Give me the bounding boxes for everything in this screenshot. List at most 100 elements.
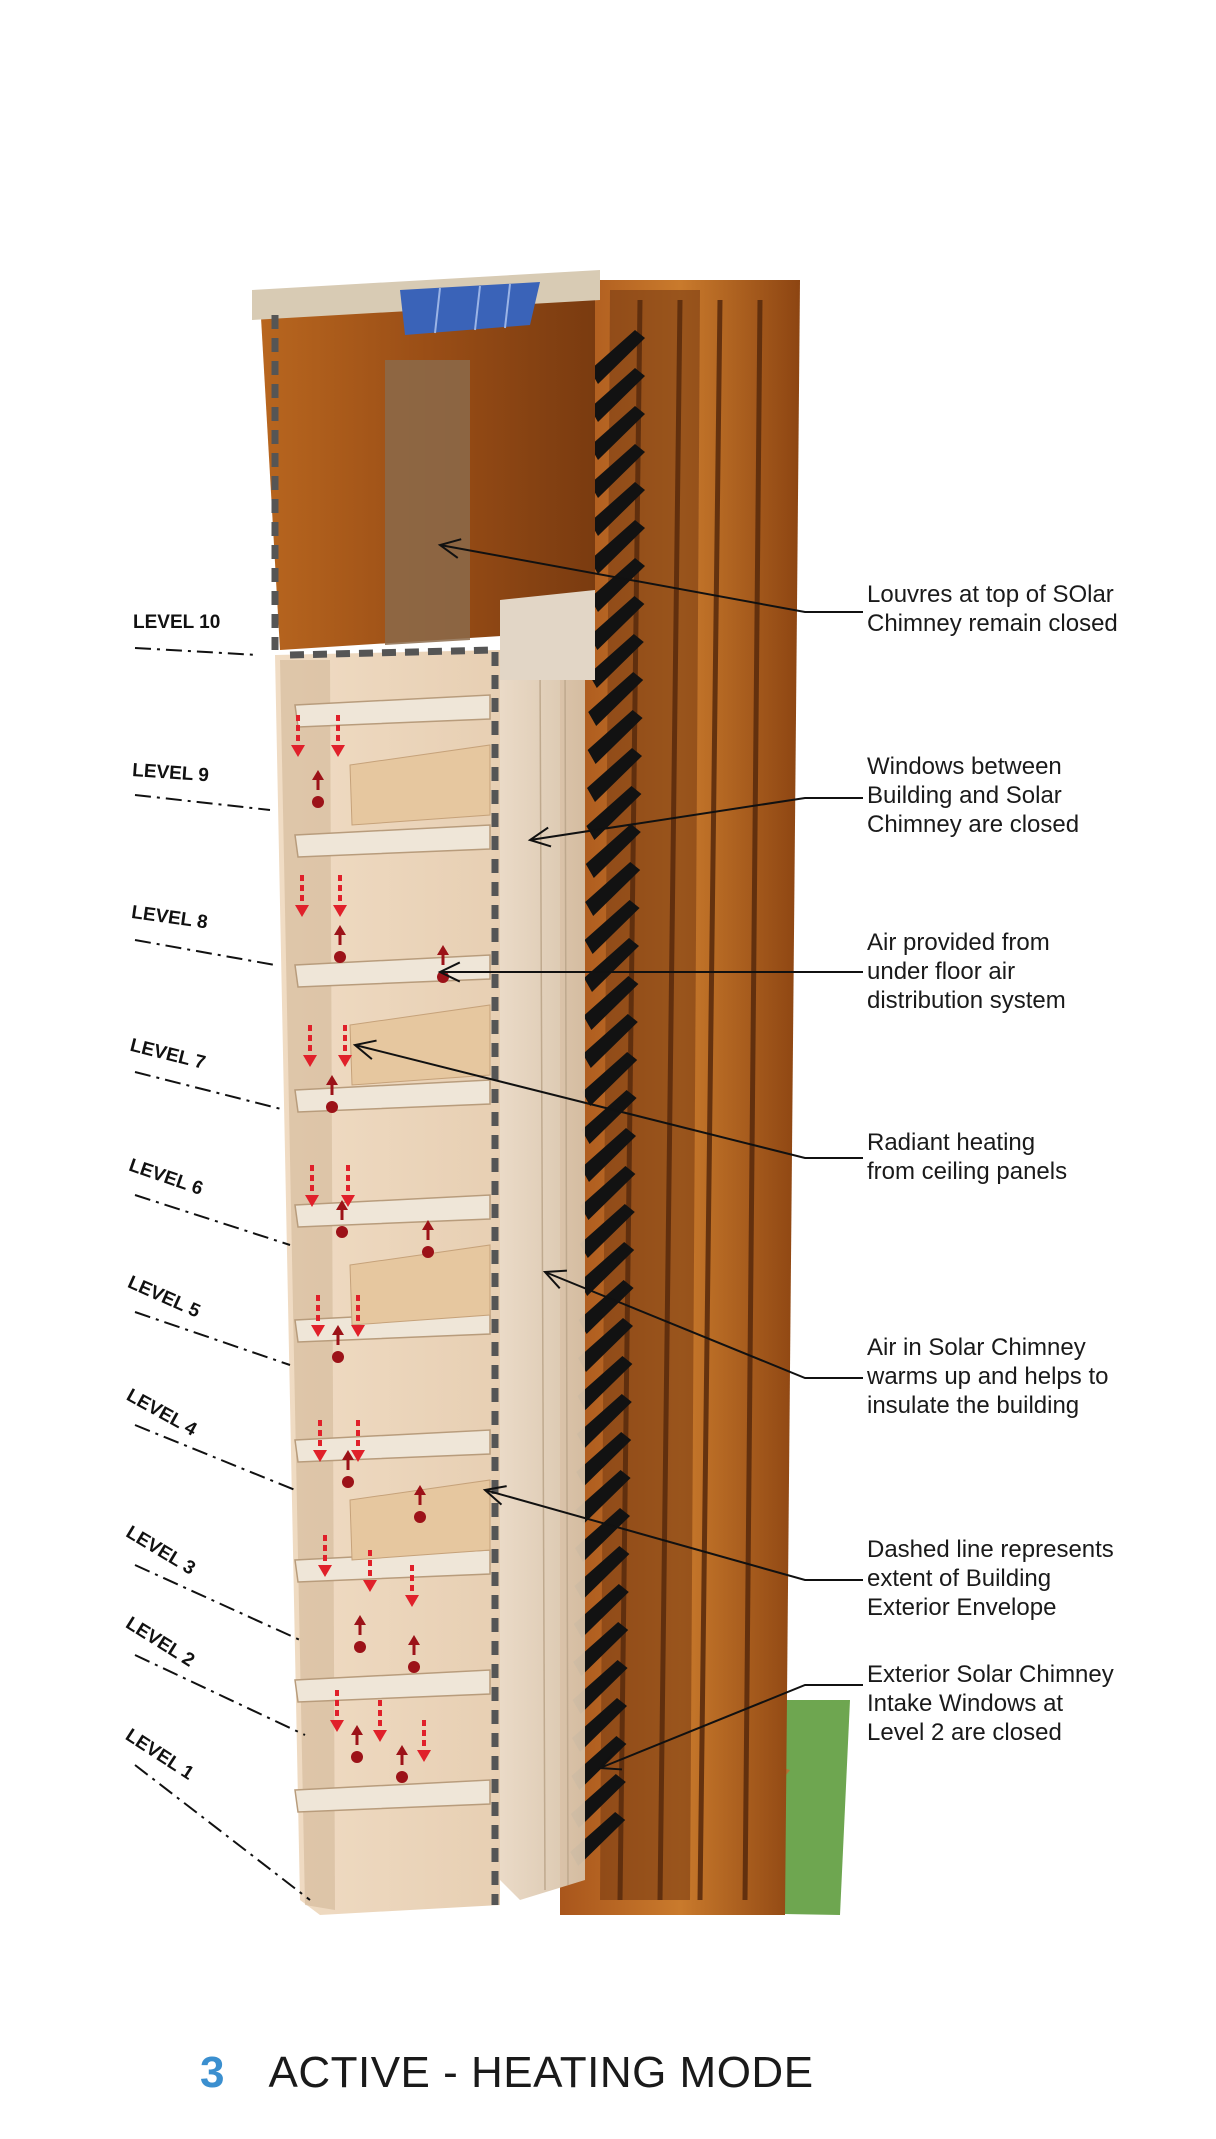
callout-line: Windows between [867,753,1062,780]
callout-line: insulate the building [867,1392,1080,1419]
warm-air-arrowhead [414,1485,426,1495]
level-line [134,647,259,656]
cool-air-arrowhead [373,1730,387,1742]
louvre-blade [587,710,643,764]
warm-air-arrowhead [342,1450,354,1460]
warm-air-dot [326,1101,338,1113]
louvre-blade [590,406,645,460]
caption-number: 3 [200,2048,225,2097]
louvre-blade [586,786,642,840]
callout-line: extent of Building [867,1565,1052,1592]
warm-air-dot [414,1511,426,1523]
level-line [134,1311,291,1366]
cool-air-arrowhead [341,1195,355,1207]
warm-air-dot [332,1351,344,1363]
warm-air-arrowhead [408,1635,420,1645]
leader-arrowhead [542,1269,568,1290]
cool-air-arrowhead [305,1195,319,1207]
louvre-blade [584,900,640,954]
caption-title: ACTIVE - HEATING MODE [268,2048,814,2097]
callout-line: Air provided from [867,929,1050,956]
cool-air-arrowhead [351,1325,365,1337]
louvre-blade [575,1470,631,1524]
warm-air-dot [422,1246,434,1258]
leader-line [354,1044,863,1159]
warm-air-arrowhead [326,1075,338,1085]
louvre-blade [584,938,639,992]
callout-line: from ceiling panels [867,1158,1068,1185]
floor-slab [294,1669,491,1703]
cool-air-arrowhead [417,1750,431,1762]
callout-line: Intake Windows at [867,1690,1064,1717]
louvre-blade [590,482,645,536]
callout-line: under floor air [867,958,1016,985]
louvre-blade [587,748,642,802]
louvre-blade [582,1052,638,1106]
warm-air-arrowhead [312,770,324,780]
floor-slab [294,824,491,858]
louvre-blade [590,444,645,498]
top-chimney-room [252,270,600,680]
cool-air-arrowhead [351,1450,365,1462]
louvre-blade [576,1432,632,1486]
warm-air-arrowhead [336,1200,348,1210]
callout-line: Level 2 are closed [867,1719,1062,1746]
level-label: LEVEL 10 [133,612,221,633]
leader-arrowhead [527,826,552,848]
louvre-blade [574,1546,630,1600]
cool-air-arrowhead [311,1325,325,1337]
warm-air-arrowhead [396,1745,408,1755]
level-line [134,1654,306,1736]
chimney-louvres [570,330,645,1866]
louvre-blade [573,1622,629,1676]
louvre-blade [582,1014,638,1068]
warm-air-dot [354,1641,366,1653]
chimney-glass-face [500,650,585,1900]
warm-air-arrowhead [422,1220,434,1230]
ceiling-panel [349,744,491,826]
floor-slab [294,1429,491,1463]
cool-air-arrowhead [318,1565,332,1577]
leader-arrowhead [597,1751,623,1771]
floor-slab [294,1079,491,1113]
leader-line [599,1684,863,1769]
level-line [134,1424,296,1491]
louvre-blade [581,1090,637,1144]
level-line [134,794,271,811]
louvre-blade [577,1356,633,1410]
cool-air-arrowhead [313,1450,327,1462]
level-line [134,1764,311,1901]
louvre-blade [578,1318,633,1372]
warm-air-dot [351,1751,363,1763]
cool-air-arrowhead [331,745,345,757]
leader-line [484,1489,863,1581]
warm-air-arrowhead [351,1725,363,1735]
level-line [134,1194,291,1246]
cool-air-arrowhead [333,905,347,917]
cool-air-arrowhead [295,905,309,917]
callout-line: Exterior Envelope [867,1594,1057,1621]
warm-air-arrowhead [354,1615,366,1625]
leader-arrowhead [352,1039,377,1060]
building-section [275,650,500,1915]
louvre-blade [590,520,645,574]
cool-air-arrowhead [303,1055,317,1067]
louvre-blade [590,558,645,612]
cool-air-arrowhead [338,1055,352,1067]
building-envelope-dashed-line [271,315,499,1905]
callout-line: distribution system [867,987,1066,1014]
warm-air-dot [312,796,324,808]
louvre-blade [575,1508,630,1562]
leader-arrowhead [437,538,462,559]
callout-leader-lines [352,538,863,1771]
floor-slab [294,1779,491,1813]
warm-air-dot [408,1661,420,1673]
warm-air-arrowhead [334,925,346,935]
louvre-blade [588,672,644,726]
